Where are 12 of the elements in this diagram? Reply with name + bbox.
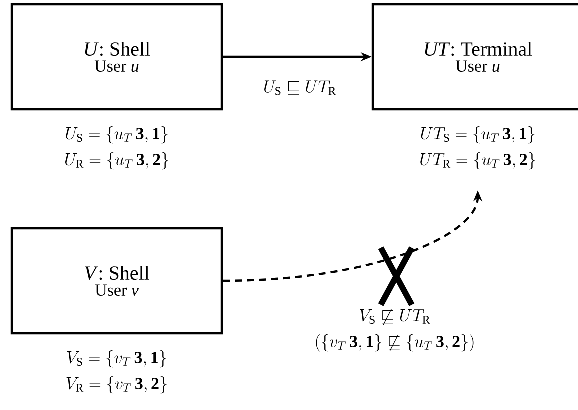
set-formula: $U_\mathrm{R} = \{u_T\,\mathbf{3},\mathbf{2}\}$ xyxy=(66,152,168,170)
set-formula: $V_\mathrm{S} = \{v_T\,\mathbf{3},\mathbf{1}\}$ xyxy=(67,350,166,368)
edge-label: $V_\mathrm{S} \not\sqsubseteq UT_\mathrm{R}$ xyxy=(357,307,433,327)
set-formula: $U_\mathrm{S} = \{u_T\,\mathbf{3},\mathbf{1}\}$ xyxy=(66,126,168,144)
set-formula: $V_\mathrm{R} = \{v_T\,\mathbf{3},\mathbf{2}\}$ xyxy=(66,376,167,394)
process-box: UT: Terminal User u xyxy=(372,3,578,111)
note-formula: $(\{v_T\,\mathbf{3},\mathbf{1}\} \not\sqsubseteq \{u_T\,\mathbf{3},\mathbf{2}\})$ xyxy=(316,334,474,352)
set-formula: $UT_\mathrm{R} = \{u_T\,\mathbf{3},\mathbf{2}\}$ xyxy=(420,152,536,170)
edge-label: $U_\mathrm{S} \sqsubseteq UT_\mathrm{R}$ xyxy=(261,78,339,98)
set-formula: $UT_\mathrm{S} = \{u_T\,\mathbf{3},\mathbf{1}\}$ xyxy=(421,126,535,144)
process-box: U: Shell User u xyxy=(10,3,224,111)
process-box: V: Shell User v xyxy=(10,227,224,335)
